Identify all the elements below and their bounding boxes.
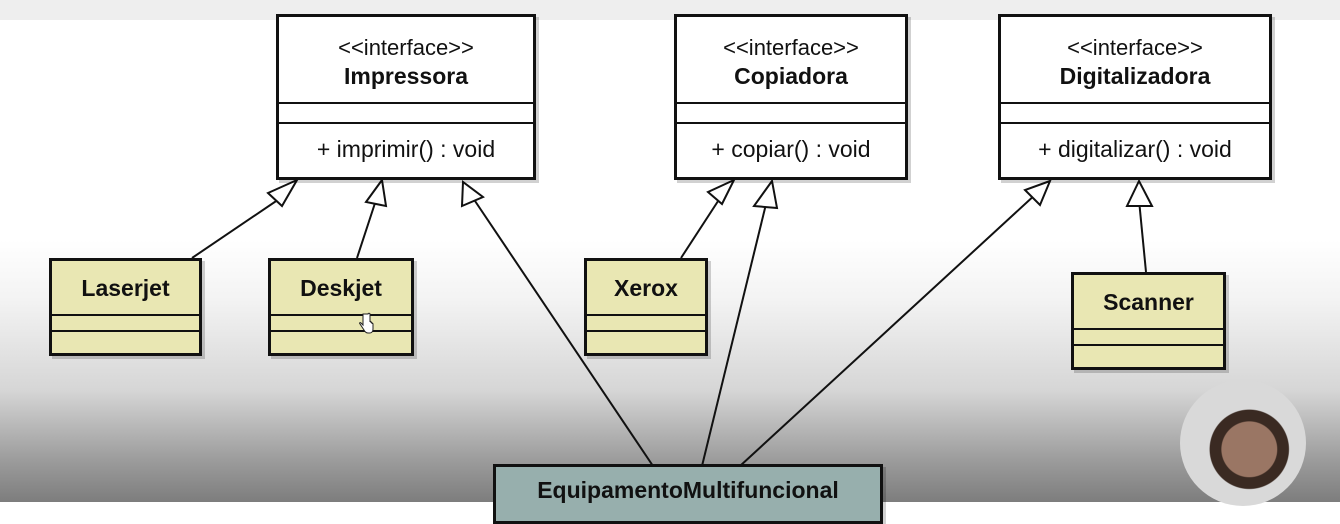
class-name: Deskjet — [300, 275, 382, 301]
hand-pointer-icon — [359, 312, 374, 334]
attributes-divider — [587, 314, 705, 316]
stereotype-label: <<interface>> — [723, 35, 859, 60]
class-name: Laserjet — [81, 275, 170, 301]
interface-impressora: <<interface>> Impressora + imprimir() : … — [276, 14, 536, 180]
methods-divider — [271, 330, 411, 332]
arrowhead-deskjet — [364, 177, 388, 208]
method-label: + imprimir() : void — [316, 136, 496, 162]
attributes-divider — [677, 102, 905, 104]
edge-multi-impressora — [472, 197, 654, 467]
arrowhead-laserjet — [266, 177, 300, 208]
attributes-divider — [1074, 328, 1223, 330]
methods-divider — [1001, 122, 1269, 124]
methods-divider — [587, 330, 705, 332]
edge-scanner-digitalizadora — [1138, 199, 1147, 273]
interface-digitalizadora: <<interface>> Digitalizadora + digitaliz… — [998, 14, 1272, 180]
interface-name: Impressora — [343, 63, 468, 89]
interface-name: Copiadora — [734, 63, 848, 89]
class-xerox: Xerox — [584, 258, 708, 356]
stereotype-label: <<interface>> — [338, 35, 474, 60]
class-equipamento-multifuncional: EquipamentoMultifuncional — [493, 464, 883, 524]
edge-deskjet-impressora — [356, 196, 378, 259]
edge-multi-copiadora — [701, 199, 768, 467]
arrowhead-multi-impressora — [460, 180, 485, 208]
arrowhead-multi-copiadora — [752, 178, 779, 210]
class-name: Scanner — [1103, 289, 1194, 315]
class-name: Xerox — [614, 275, 678, 301]
methods-divider — [677, 122, 905, 124]
attributes-divider — [271, 314, 411, 316]
arrowhead-xerox — [706, 177, 737, 206]
class-laserjet: Laserjet — [49, 258, 202, 356]
attributes-divider — [279, 102, 533, 104]
interface-copiadora: <<interface>> Copiadora + copiar() : voi… — [674, 14, 908, 180]
attributes-divider — [52, 314, 199, 316]
methods-divider — [279, 122, 533, 124]
class-scanner: Scanner — [1071, 272, 1226, 370]
edge-multi-digitalizadora — [739, 192, 1038, 467]
methods-divider — [1074, 344, 1223, 346]
method-label: + copiar() : void — [711, 136, 871, 162]
class-name: EquipamentoMultifuncional — [537, 477, 839, 503]
interface-name: Digitalizadora — [1059, 63, 1211, 89]
attributes-divider — [1001, 102, 1269, 104]
stereotype-label: <<interface>> — [1067, 35, 1203, 60]
class-deskjet: Deskjet — [268, 258, 414, 356]
connectors — [191, 177, 1154, 467]
arrowhead-scanner — [1125, 178, 1154, 207]
uml-diagram: <<interface>> Impressora + imprimir() : … — [49, 14, 1306, 524]
methods-divider — [52, 330, 199, 332]
method-label: + digitalizar() : void — [1038, 136, 1232, 162]
presenter-avatar — [1180, 380, 1306, 506]
edge-laserjet-impressora — [191, 192, 289, 259]
edge-xerox-copiadora — [680, 194, 723, 259]
arrowhead-multi-digitalizadora — [1023, 179, 1052, 207]
